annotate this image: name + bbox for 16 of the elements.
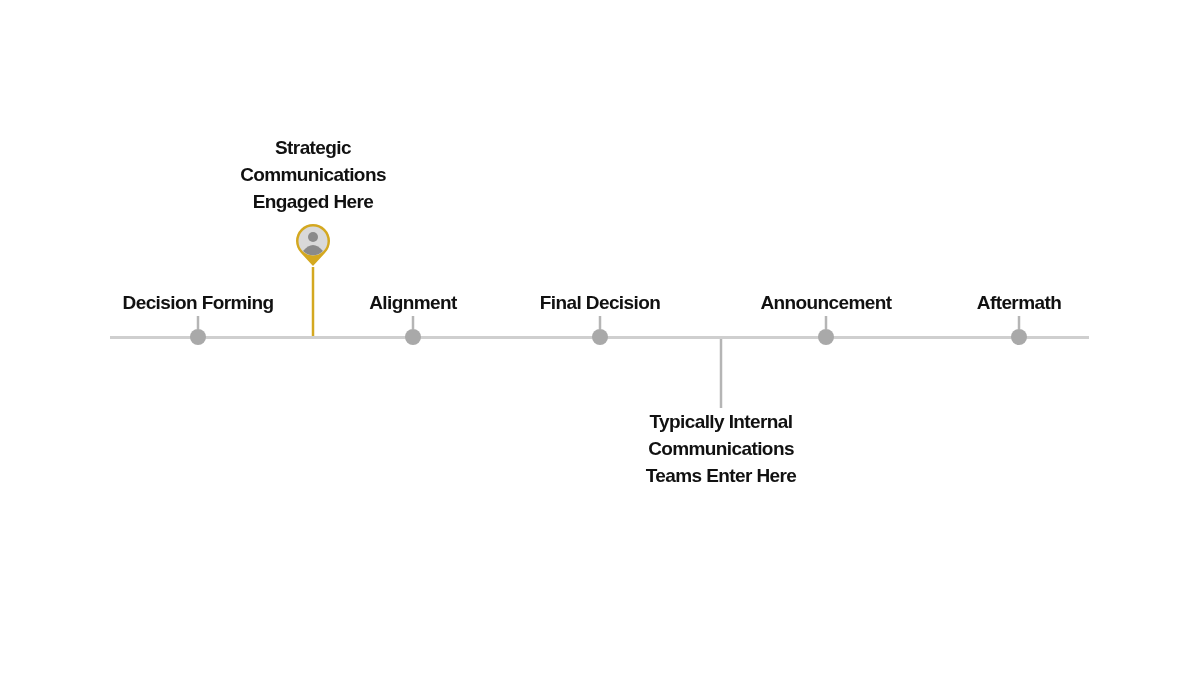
timeline-dot [1011, 329, 1027, 345]
milestone-label: Aftermath [959, 289, 1079, 316]
connector-line [311, 267, 315, 336]
timeline-line [110, 336, 1089, 339]
connector-line [719, 339, 723, 408]
timeline-dot [592, 329, 608, 345]
avatar-pin-icon [294, 222, 332, 267]
milestone-label: Announcement [746, 289, 906, 316]
milestone-label: Strategic Communications Engaged Here [223, 134, 403, 215]
milestone-label: Decision Forming [118, 289, 278, 316]
milestone-label: Typically Internal Communications Teams Enter Here [621, 408, 821, 489]
milestone-label: Final Decision [520, 289, 680, 316]
timeline-dot [405, 329, 421, 345]
milestone-label: Alignment [353, 289, 473, 316]
timeline-dot [190, 329, 206, 345]
timeline-dot [818, 329, 834, 345]
